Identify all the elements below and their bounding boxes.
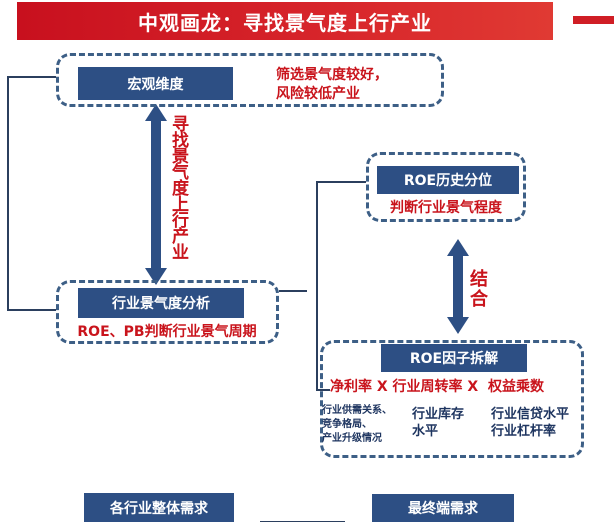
factor-column-1: 行业供需关系、 竞争格局、 产业升级情况 (322, 404, 392, 446)
double-arrow-vertical-left (145, 104, 167, 285)
industry-label: 行业景气度分析 (78, 288, 244, 318)
factor-col3-line2: 行业杠杆率 (491, 424, 557, 439)
corner-decoration (573, 16, 614, 24)
factor-column-2: 行业库存 水平 (412, 406, 464, 440)
roe-history-label: ROE历史分位 (377, 166, 519, 194)
roe-history-note: 判断行业景气程度 (390, 200, 502, 216)
macro-note-line1: 筛选景气度较好， (276, 67, 388, 83)
factor-col1-line1: 行业供需关系、 (322, 405, 392, 416)
roe-factor-label: ROE因子拆解 (381, 344, 527, 372)
factor-column-3: 行业信贷水平 行业杠杆率 (491, 406, 569, 440)
vertical-arrow-text: 寻找景气度上行产业 (168, 115, 188, 259)
factor-col2-line1: 行业库存 (412, 407, 465, 422)
macro-note: 筛选景气度较好， 风险较低产业 (276, 66, 388, 104)
roe-history-box (366, 152, 526, 222)
page-title: 中观画龙：寻找景气度上行产业 (17, 2, 553, 40)
factor-col1-line3: 产业升级情况 (322, 433, 382, 444)
roe-factor-box (320, 340, 584, 458)
macro-box (56, 53, 444, 107)
right-bracket-line (316, 181, 366, 391)
bottom-right-label: 最终端需求 (372, 494, 514, 522)
bottom-left-label: 各行业整体需求 (84, 493, 234, 522)
factor-col2-line2: 水平 (412, 424, 439, 439)
roe-factor-formula: 净利率 X 行业周转率 X 权益乘数 (330, 379, 544, 395)
industry-box (56, 280, 279, 344)
macro-label: 宏观维度 (78, 67, 233, 100)
left-bracket-line (7, 76, 56, 311)
double-arrow-vertical-right (447, 239, 469, 334)
factor-col1-line2: 竞争格局、 (322, 419, 372, 430)
combine-text: 结合 (467, 269, 488, 309)
macro-note-line2: 风险较低产业 (276, 86, 360, 102)
factor-col3-line1: 行业信贷水平 (491, 407, 570, 422)
industry-note: ROE、PB判断行业景气周期 (77, 324, 257, 340)
